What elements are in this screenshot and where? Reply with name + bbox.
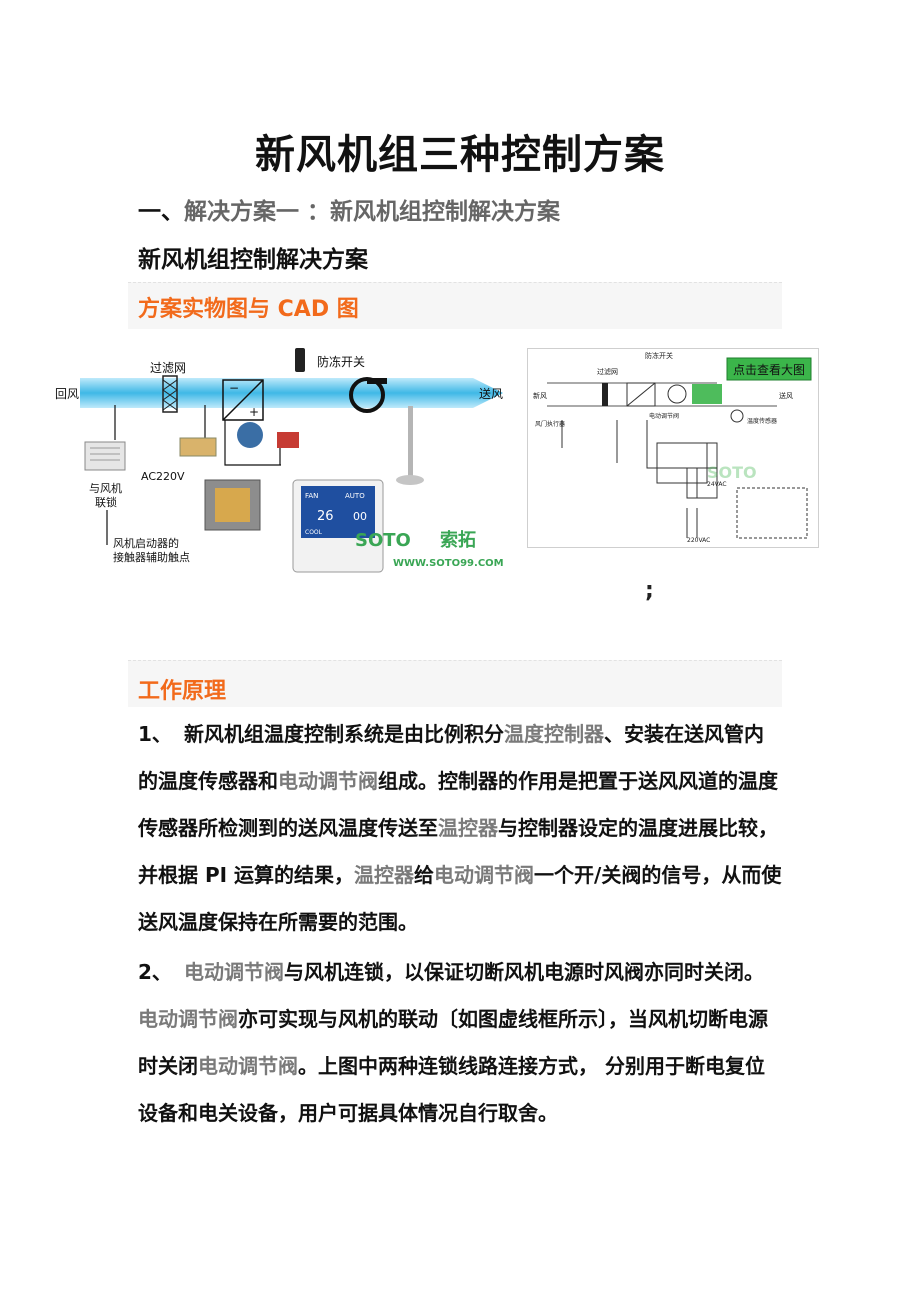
keyword-link[interactable]: 电动调节阀 (434, 863, 535, 887)
svg-text:FAN: FAN (305, 492, 318, 500)
svg-text:电动调节阀: 电动调节阀 (649, 412, 679, 420)
paragraph-text: 一个开/关阀的信号，从而使送风温度保持在所需要的范围。 (138, 863, 782, 934)
paragraph-text: 亦可实现与风机的联动〔如图虚线框所示〕，当风机切断电源时关闭 (138, 1007, 768, 1078)
svg-text:温度传感器: 温度传感器 (747, 417, 777, 425)
brand-url: WWW.SOTO99.COM (393, 558, 504, 569)
list-number: 2、 (138, 960, 172, 984)
svg-text:AUTO: AUTO (345, 492, 365, 500)
keyword-link[interactable]: 电动调节阀 (198, 1054, 298, 1078)
svg-text:+: + (249, 405, 259, 419)
svg-text:00: 00 (353, 510, 367, 523)
supply-air-label: 送风 (479, 386, 503, 401)
svg-text:风门执行器: 风门执行器 (535, 420, 565, 428)
band-label-images: 方案实物图与 CAD 图 (138, 297, 359, 322)
list-number: 1、 (138, 722, 172, 746)
svg-text:点击查看大图: 点击查看大图 (733, 363, 805, 377)
filter-label: 过滤网 (150, 361, 186, 375)
pressure-switch-icon (179, 437, 217, 457)
semicolon-mark: ; (645, 578, 654, 603)
starter-label-2: 接触器辅助触点 (113, 550, 190, 564)
cad-diagram-image: 点击查看大图 新风 送风 过滤网 防冻开关 风门执行器 电动调节阀 温度传感器 … (527, 348, 819, 548)
svg-text:26: 26 (317, 509, 334, 524)
keyword-link[interactable]: 电动调节阀 (278, 769, 378, 793)
svg-text:SOTO: SOTO (707, 463, 757, 482)
duct-sensor-icon (408, 406, 413, 476)
motorized-valve-icon (237, 422, 263, 448)
interlock-label-2: 联锁 (95, 495, 117, 509)
brand-logo: SOTO (355, 530, 411, 551)
paragraph-text: 与控制器设定的温度进展比较，并根据 PI 运算的结果， (138, 816, 778, 887)
svg-text:−: − (229, 381, 239, 395)
coil-icon (222, 379, 264, 421)
paragraph-text: 、安装在送风管内的温度传感器和 (138, 722, 764, 793)
svg-text:220VAC: 220VAC (687, 537, 710, 544)
keyword-link[interactable]: 电动调节阀 (184, 960, 284, 984)
interlock-label-1: 与风机 (89, 481, 122, 495)
section-band-images: 方案实物图与 CAD 图 (128, 282, 782, 329)
keyword-link[interactable]: 温控器 (354, 863, 415, 887)
solution-link[interactable]: 解决方案一 ：新风机组控制解决方案 (184, 199, 561, 225)
section-heading-1: 一、解决方案一 ：新风机组控制解决方案 (138, 192, 560, 226)
svg-text:24VAC: 24VAC (707, 481, 727, 488)
duct-arrow (80, 378, 503, 408)
section-subtitle: 新风机组控制解决方案 (138, 247, 368, 273)
damper-actuator-icon (84, 441, 126, 471)
antifreeze-switch-icon (295, 348, 305, 372)
brand-cn: 索拓 (440, 529, 476, 551)
photo-schematic-image: 回风 送风 过滤网 防冻开关 − + AC220V 与风机 联锁 (55, 348, 504, 573)
svg-text:过滤网: 过滤网 (597, 367, 618, 376)
paragraph-text: 新风机组温度控制系统是由比例积分 (184, 722, 504, 746)
page-title: 新风机组三种控制方案 (255, 132, 665, 178)
svg-text:防冻开关: 防冻开关 (645, 351, 673, 360)
paragraph-text: 。上图中两种连锁线路连接方式， 分别用于断电复位设备和电关设备，用户可据具体情况… (138, 1054, 765, 1125)
principle-paragraph-1: 1、新风机组温度控制系统是由比例积分温度控制器、安装在送风管内的温度传感器和电动… (138, 711, 783, 946)
svg-text:新风: 新风 (533, 391, 547, 400)
paragraph-text: 组成。控制器的作用是把置于送风风道的温度传感器所检测到的送风温度传送至 (138, 769, 778, 840)
keyword-link[interactable]: 温度控制器 (504, 722, 604, 746)
voltage-label: AC220V (141, 470, 185, 483)
antifreeze-label: 防冻开关 (317, 354, 365, 369)
svg-text:送风: 送风 (779, 391, 793, 400)
band-label-principle: 工作原理 (138, 679, 227, 704)
filter-mesh-icon (162, 375, 178, 413)
svg-text:COOL: COOL (305, 529, 323, 536)
section-number: 一、 (138, 199, 184, 225)
section-band-principle: 工作原理 (128, 660, 782, 707)
keyword-link[interactable]: 电动调节阀 (138, 1007, 238, 1031)
keyword-link[interactable]: 温控器 (438, 816, 498, 840)
paragraph-text: 给 (414, 863, 435, 887)
principle-paragraph-2: 2、电动调节阀与风机连锁，以保证切断风机电源时风阀亦同时关闭。电动调节阀亦可实现… (138, 949, 783, 1137)
return-air-label: 回风 (55, 387, 79, 401)
view-large-button (726, 357, 812, 381)
starter-label-1: 风机启动器的 (113, 536, 179, 550)
paragraph-text: 与风机连锁，以保证切断风机电源时风阀亦同时关闭。 (284, 960, 764, 984)
